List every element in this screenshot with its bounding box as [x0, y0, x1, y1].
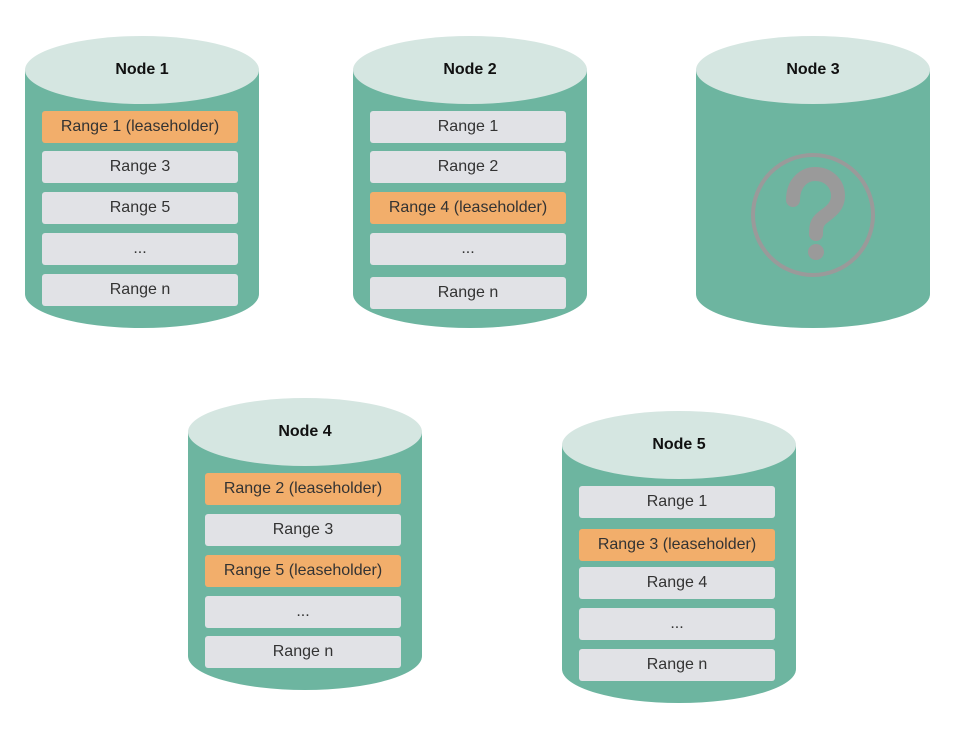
range-item: Range 1 (leaseholder) [42, 111, 238, 143]
range-item: Range 1 [579, 486, 775, 518]
node-3: Node 3 [696, 36, 930, 328]
node-title: Node 4 [278, 423, 332, 440]
range-item: Range n [370, 277, 566, 309]
node-title: Node 1 [115, 61, 169, 78]
range-item: Range n [579, 649, 775, 681]
node-1: Node 1 Range 1 (leaseholder) Range 3 Ran… [25, 36, 259, 328]
node-5: Node 5 Range 1 Range 3 (leaseholder) Ran… [562, 411, 796, 703]
range-item: Range 2 [370, 151, 566, 183]
range-item: Range 2 (leaseholder) [205, 473, 401, 505]
node-title: Node 3 [786, 61, 840, 78]
range-item: ... [205, 596, 401, 628]
range-item: Range 4 [579, 567, 775, 599]
node-title: Node 2 [443, 61, 497, 78]
range-item: Range 3 (leaseholder) [579, 529, 775, 561]
range-item: Range 1 [370, 111, 566, 143]
range-item: ... [370, 233, 566, 265]
range-item: Range 3 [205, 514, 401, 546]
range-item: ... [579, 608, 775, 640]
range-item: Range 3 [42, 151, 238, 183]
node-4: Node 4 Range 2 (leaseholder) Range 3 Ran… [188, 398, 422, 690]
range-item: Range 4 (leaseholder) [370, 192, 566, 224]
range-item: Range n [42, 274, 238, 306]
range-item: ... [42, 233, 238, 265]
node-3-cylinder [696, 36, 930, 328]
range-item: Range n [205, 636, 401, 668]
node-2: Node 2 Range 1 Range 2 Range 4 (leasehol… [353, 36, 587, 328]
range-item: Range 5 [42, 192, 238, 224]
question-circle-icon [751, 153, 875, 277]
node-title: Node 5 [652, 436, 706, 453]
range-item: Range 5 (leaseholder) [205, 555, 401, 587]
